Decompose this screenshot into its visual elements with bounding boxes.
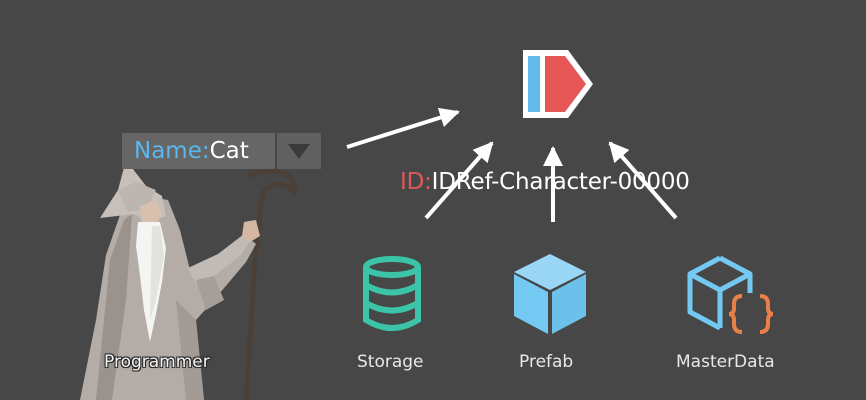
programmer-label: Programmer [104,352,210,372]
name-dropdown-field[interactable]: Name:Cat [122,133,275,169]
wizard-illustration [80,160,298,400]
name-dropdown-text: Name:Cat [134,137,249,165]
prefab-label: Prefab [519,352,574,372]
database-icon [363,256,421,331]
arrow-storage-to-idref [424,141,494,220]
name-dropdown[interactable]: Name:Cat [122,133,321,169]
cube-icon [514,254,586,334]
id-label-value: IDRef-Character-00000 [431,169,690,195]
dropdown-toggle-button[interactable] [277,133,321,169]
cube-braces-icon [687,255,774,335]
arrow-masterdata-to-idref [608,141,678,220]
arrow-name-to-idref [346,107,460,149]
idref-logo-icon [523,50,593,118]
name-dropdown-value: Cat [209,138,249,164]
storage-label: Storage [357,352,424,372]
triangle-down-icon [288,144,310,159]
name-dropdown-key: Name: [134,138,210,164]
id-label-key: ID: [400,169,432,195]
masterdata-label: MasterData [676,352,775,372]
id-label: ID:IDRef-Character-00000 [400,168,690,196]
